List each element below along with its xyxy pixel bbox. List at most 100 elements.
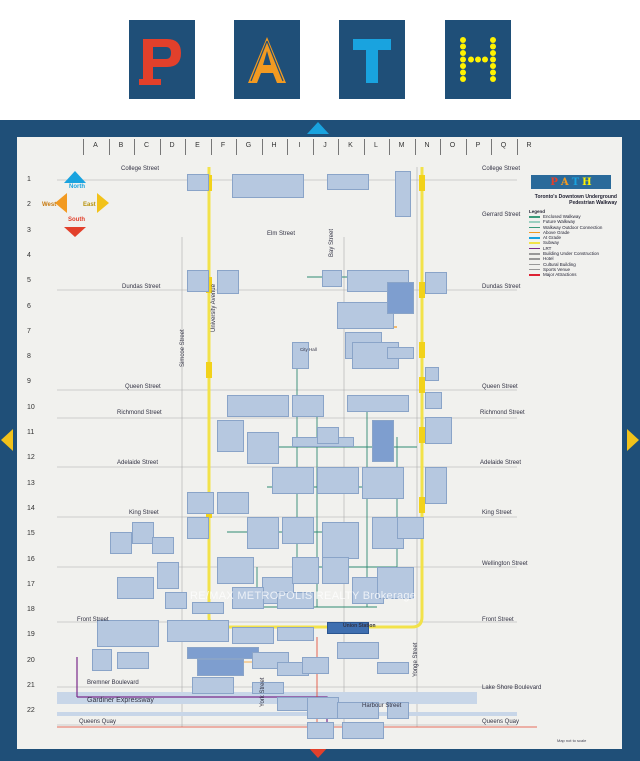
column-label: B <box>118 142 124 149</box>
street-richmond-right: Richmond Street <box>480 410 525 416</box>
column-label: I <box>298 142 301 149</box>
building-block <box>117 652 149 669</box>
street-college-right: College Street <box>482 166 521 172</box>
building-block <box>337 702 379 719</box>
building-block <box>187 492 214 514</box>
building-block <box>277 697 309 711</box>
column-label: Q <box>500 142 507 149</box>
building-block <box>377 567 414 599</box>
legend-item: LRT <box>529 246 617 251</box>
building-block <box>307 697 339 719</box>
building-block <box>167 620 229 642</box>
column-label: N <box>424 142 430 149</box>
building-block <box>327 622 369 634</box>
street-harbour: Harbour Street <box>362 703 402 709</box>
building-block <box>227 395 289 417</box>
street-queen-right: Queen Street <box>482 384 518 390</box>
building-block <box>132 522 154 544</box>
west-arrow-tab[interactable] <box>0 428 14 452</box>
tile-t <box>339 20 405 99</box>
building-block <box>277 592 314 609</box>
row-label: 1 <box>27 176 31 183</box>
legend-item: Future Walkway <box>529 219 617 224</box>
building-block <box>322 557 349 584</box>
street-king-right: King Street <box>482 510 512 516</box>
letter-h-icon <box>460 36 496 82</box>
street-lakeshore: Lake Shore Boulevard <box>482 685 542 691</box>
street-front-left: Front Street <box>77 617 109 623</box>
building-block <box>372 420 394 462</box>
building-block <box>292 342 309 369</box>
east-arrow-tab[interactable] <box>626 428 640 452</box>
building-block <box>110 532 132 554</box>
row-label: 3 <box>27 226 31 234</box>
street-queen-left: Queen Street <box>125 384 161 390</box>
street-elm: Elm Street <box>267 231 296 237</box>
row-label: 19 <box>27 631 35 639</box>
building-block <box>425 417 452 444</box>
street-simcoe: Simcoe Street <box>180 329 186 367</box>
legend-item: Cultural Building <box>529 262 617 267</box>
building-block <box>327 174 369 190</box>
building-block <box>337 302 394 329</box>
row-label: 12 <box>27 454 35 462</box>
column-label: A <box>93 142 98 149</box>
building-block <box>247 432 279 464</box>
column-label: D <box>169 142 175 149</box>
watermark: RE/MAX METROPOLIS REALTY Brokerage <box>190 590 417 602</box>
building-block <box>317 427 339 444</box>
row-label: 15 <box>27 530 35 538</box>
column-label: O <box>449 142 456 149</box>
building-block <box>187 647 259 659</box>
street-queens-quay-left: Queens Quay <box>79 719 117 725</box>
building-block <box>302 657 329 674</box>
building-block <box>387 347 414 359</box>
building-block <box>247 517 279 549</box>
building-block <box>317 467 359 494</box>
building-block <box>187 517 209 539</box>
row-label: 20 <box>27 656 35 664</box>
street-york: York Street <box>260 677 266 707</box>
column-label: R <box>526 142 532 149</box>
street-yonge: Yonge Street <box>413 642 419 677</box>
row-label: 5 <box>27 277 31 285</box>
legend-item: Major Attractions <box>529 272 617 277</box>
building-block <box>97 620 159 647</box>
row-label: 14 <box>27 504 35 512</box>
building-block <box>117 577 154 599</box>
column-label: K <box>348 142 353 149</box>
column-label: E <box>195 142 200 149</box>
column-label: F <box>220 142 226 149</box>
building-block <box>277 627 314 641</box>
legend-item: Sports Venue <box>529 267 617 272</box>
street-bremner: Bremner Boulevard <box>87 680 139 686</box>
building-block <box>92 649 112 671</box>
row-label: 8 <box>27 353 31 361</box>
row-label: 21 <box>27 682 35 689</box>
building-block <box>152 537 174 554</box>
building-block <box>157 562 179 589</box>
tile-h <box>445 20 511 99</box>
compass-north: North <box>69 184 85 190</box>
legend-item: Walkway Outdoor Connection <box>529 225 617 230</box>
street-richmond-left: Richmond Street <box>117 410 162 416</box>
street-college-left: College Street <box>121 166 160 172</box>
building-block <box>362 467 404 499</box>
map-legend: Toronto's Downtown Underground Pedestria… <box>529 185 617 305</box>
column-label: G <box>245 142 252 149</box>
legend-item: At Grade <box>529 235 617 240</box>
south-arrow-tab[interactable] <box>306 745 330 759</box>
legend-title: Toronto's Downtown Underground Pedestria… <box>534 194 617 206</box>
row-label: 16 <box>27 555 35 563</box>
street-front-right: Front Street <box>482 617 514 623</box>
street-university: University Avenue <box>211 284 217 332</box>
building-block <box>192 677 234 694</box>
legend-item: Enclosed Walkway <box>529 214 617 219</box>
street-wellington: Wellington Street <box>482 561 528 567</box>
building-block <box>217 270 239 294</box>
street-dundas-right: Dundas Street <box>482 284 521 290</box>
north-arrow-tab[interactable] <box>306 121 330 135</box>
building-block <box>425 392 442 409</box>
